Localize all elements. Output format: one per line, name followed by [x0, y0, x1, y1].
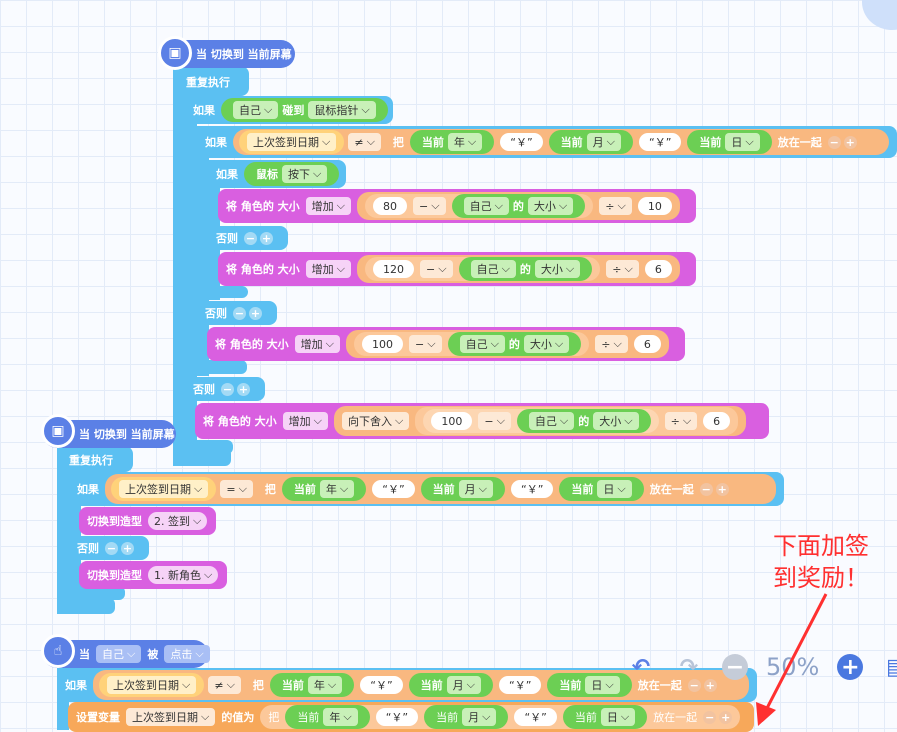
- switch-costume-block-2[interactable]: 切换到造型 1. 新角色⌵: [79, 561, 227, 589]
- corner-tool-button[interactable]: [862, 0, 897, 30]
- if-label: 如果: [193, 104, 215, 117]
- screen-event-icon: ▣: [158, 36, 192, 70]
- change-size-block-4[interactable]: 将 角色的 大小 增加⌵ 向下舍入⌵ 100 −⌵ 自己⌵的大小⌵ ÷⌵ 6: [195, 403, 769, 439]
- increase-dropdown[interactable]: 增加⌵: [305, 197, 352, 215]
- else-label-4: 否则 −+: [69, 536, 149, 560]
- round-down-dropdown[interactable]: 向下舍入⌵: [342, 412, 410, 430]
- if-date-block-3[interactable]: 如果 上次签到日期⌵ ≠⌵ 把 当前年⌵ “￥” 当前月⌵ “￥” 当前日⌵ 放…: [57, 668, 757, 702]
- repeat-forever-block-2[interactable]: [57, 446, 133, 472]
- change-size-block-2[interactable]: 将 角色的 大小 增加⌵ 120 −⌵ 自己⌵的大小⌵ ÷⌵ 6: [218, 252, 696, 286]
- self-dropdown[interactable]: 自己⌵: [233, 101, 279, 119]
- repeat-label-2: 重复执行: [69, 454, 113, 467]
- if-mouse-block[interactable]: 如果 鼠标 按下⌵: [208, 160, 346, 188]
- if-date-block-2[interactable]: 如果 上次签到日期⌵ =⌵ 把 当前年⌵ “￥” 当前月⌵ “￥” 当前日⌵ 放…: [69, 472, 784, 506]
- neq-dropdown[interactable]: ≠⌵: [348, 133, 381, 151]
- pressed-dropdown[interactable]: 按下⌵: [282, 165, 328, 183]
- change-size-block-3[interactable]: 将 角色的 大小 增加⌵ 100 −⌵ 自己⌵的大小⌵ ÷⌵ 6: [207, 327, 685, 361]
- switch-costume-block-1[interactable]: 切换到造型 2. 签到⌵: [79, 507, 216, 535]
- plus-minus-buttons[interactable]: −+: [827, 135, 857, 149]
- change-size-block-1[interactable]: 将 角色的 大小 增加⌵ 80 −⌵ 自己⌵的大小⌵ ÷⌵ 10: [218, 189, 696, 223]
- annotation-arrow: [756, 593, 828, 726]
- if-touch-block[interactable]: 如果 自己⌵ 碰到 鼠标指针⌵: [185, 96, 393, 124]
- undo-icon[interactable]: ↶: [631, 654, 651, 680]
- set-variable-block[interactable]: 设置变量 上次签到日期⌵ 的值为 把 当前年⌵ “￥” 当前月⌵ “￥” 当前日…: [68, 702, 754, 732]
- last-date-var[interactable]: 上次签到日期⌵: [239, 130, 345, 154]
- screen-event-icon: ▣: [41, 414, 75, 448]
- repeat-label: 重复执行: [186, 76, 230, 89]
- else-label-1: 否则 −+: [208, 226, 288, 250]
- neq-condition[interactable]: 上次签到日期⌵ ≠⌵ 把 当前年⌵ “￥” 当前月⌵ “￥” 当前日⌵ 放在一起…: [233, 129, 889, 155]
- click-event-icon: ☝: [41, 634, 75, 668]
- redo-icon[interactable]: ↷: [679, 654, 699, 680]
- reset-layout-icon[interactable]: ▤: [885, 654, 897, 680]
- zoom-out-icon[interactable]: −: [722, 654, 748, 680]
- join-reporter-2[interactable]: 把 当前年⌵ “￥” 当前月⌵ “￥” 当前日⌵ 放在一起 −+: [256, 477, 737, 501]
- mouse-pressed-condition[interactable]: 鼠标 按下⌵: [244, 162, 340, 186]
- mouse-pointer-dropdown[interactable]: 鼠标指针⌵: [308, 101, 376, 119]
- when-clicked-hat[interactable]: 当 自己⌵ 被 点击⌵: [43, 640, 210, 668]
- annotation-text: 下面加签 到奖励！: [773, 532, 869, 592]
- if-label: 如果: [205, 136, 227, 149]
- repeat-forever-block[interactable]: [173, 66, 249, 96]
- else-label-3: 否则 −+: [185, 377, 265, 401]
- touch-condition[interactable]: 自己⌵ 碰到 鼠标指针⌵: [221, 98, 388, 122]
- hat-label: 当 切换到 当前屏幕: [196, 48, 292, 61]
- if-date-block[interactable]: 如果 上次签到日期⌵ ≠⌵ 把 当前年⌵ “￥” 当前月⌵ “￥” 当前日⌵ 放…: [197, 126, 897, 158]
- join-reporter[interactable]: 把 当前年⌵ “￥” 当前月⌵ “￥” 当前日⌵ 放在一起 −+: [384, 130, 865, 154]
- else-label-2: 否则 −+: [197, 301, 277, 325]
- zoom-in-icon[interactable]: +: [837, 654, 864, 680]
